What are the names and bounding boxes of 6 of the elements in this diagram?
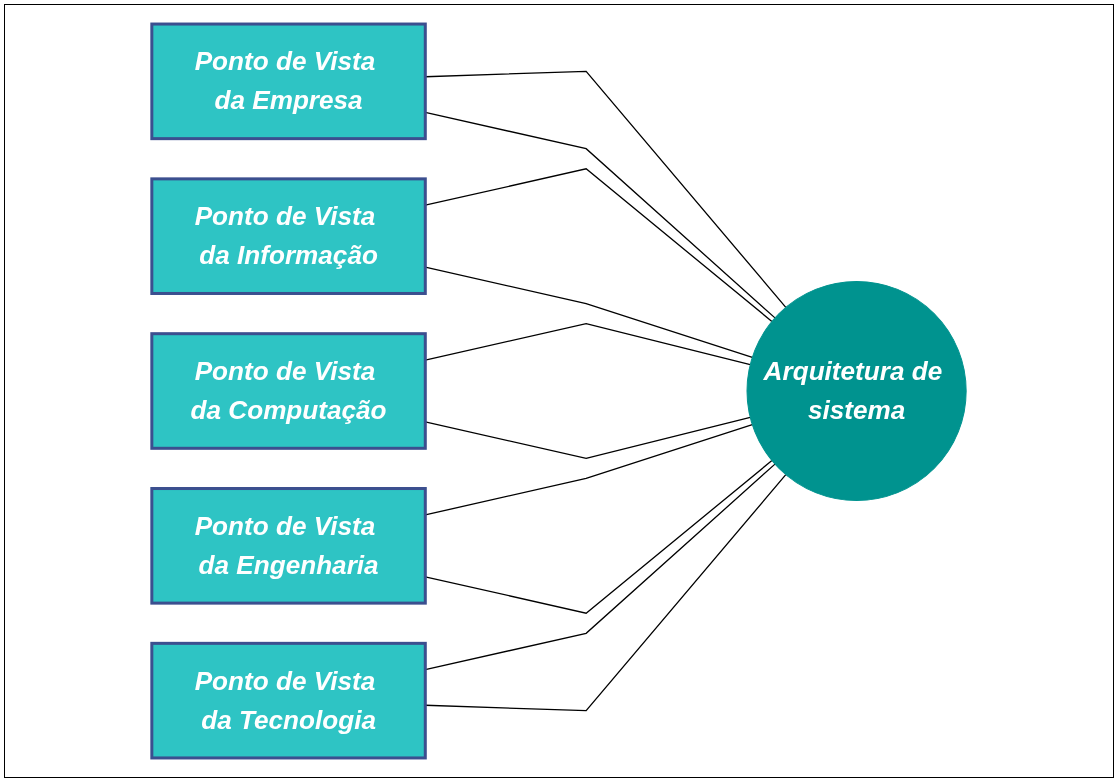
node-box: Ponto de Vista da Informação bbox=[150, 177, 427, 295]
node-box: Ponto de Vista da Tecnologia bbox=[150, 641, 427, 760]
node-circle: Arquitetura de sistema bbox=[746, 280, 967, 502]
node-box: Ponto de Vista da Empresa bbox=[150, 22, 427, 141]
node-box: Ponto de Vista da Engenharia bbox=[150, 487, 427, 605]
node-box: Ponto de Vista da Computação bbox=[150, 332, 427, 450]
